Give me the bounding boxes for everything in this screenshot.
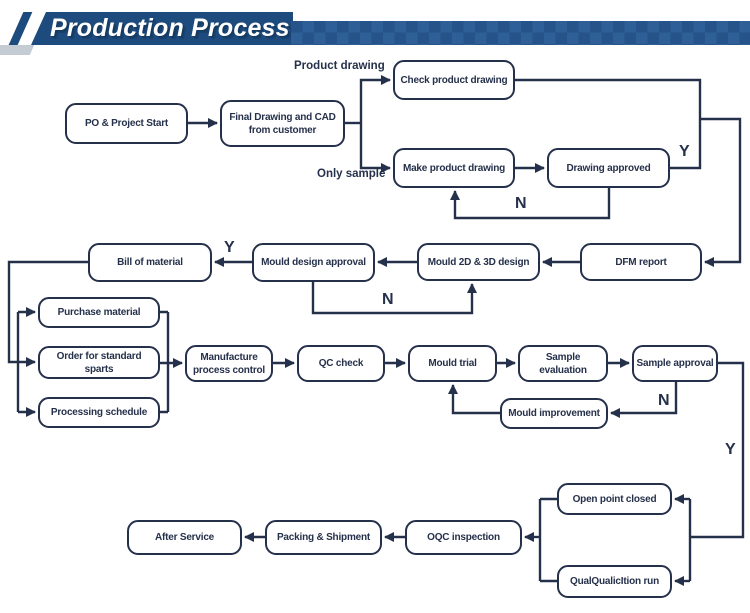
node-final-drawing-cad: Final Drawing and CAD from customer: [220, 100, 345, 147]
label-yes-drawing-approved: Y: [679, 143, 690, 160]
banner-main-shape: [31, 12, 293, 45]
node-order-standard-parts: Order for standard sparts: [38, 346, 160, 379]
node-dfm-report: DFM report: [580, 243, 702, 281]
node-mould-2d-3d-design: Mould 2D & 3D design: [417, 243, 540, 281]
node-manufacture-process-control: Manufacture process control: [185, 345, 273, 382]
node-sample-evaluation: Sample evaluation: [518, 345, 608, 382]
node-check-product-drawing: Check product drawing: [393, 60, 515, 100]
node-qc-check: QC check: [297, 345, 385, 382]
label-no-mould-design-approval: N: [382, 291, 394, 308]
node-qualification-run: QualQualicItion run: [557, 565, 672, 598]
node-purchase-material: Purchase material: [38, 297, 160, 328]
node-sample-approval: Sample approval: [632, 345, 718, 382]
node-make-product-drawing: Make product drawing: [393, 148, 515, 188]
label-yes-sample-approval: Y: [725, 441, 736, 458]
label-no-sample-approval: N: [658, 392, 670, 409]
label-only-sample: Only sample: [317, 168, 386, 180]
node-mould-trial: Mould trial: [408, 345, 497, 382]
node-mould-design-approval: Mould design approval: [252, 243, 375, 282]
page-title: Production Process: [50, 14, 290, 42]
node-drawing-approved: Drawing approved: [547, 148, 670, 188]
node-after-service: After Service: [127, 520, 242, 555]
node-bill-of-material: Bill of material: [88, 243, 212, 282]
banner-checker-strip: [291, 21, 750, 45]
node-packing-shipment: Packing & Shipment: [265, 520, 382, 555]
label-product-drawing: Product drawing: [294, 60, 385, 72]
node-oqc-inspection: OQC inspection: [405, 520, 522, 555]
node-processing-schedule: Processing schedule: [38, 397, 160, 428]
label-no-drawing-approved: N: [515, 195, 527, 212]
node-open-point-closed: Open point closed: [557, 483, 672, 515]
node-po-project-start: PO & Project Start: [65, 103, 188, 144]
node-mould-improvement: Mould improvement: [500, 398, 608, 429]
label-yes-mould-design-approval: Y: [224, 239, 235, 256]
